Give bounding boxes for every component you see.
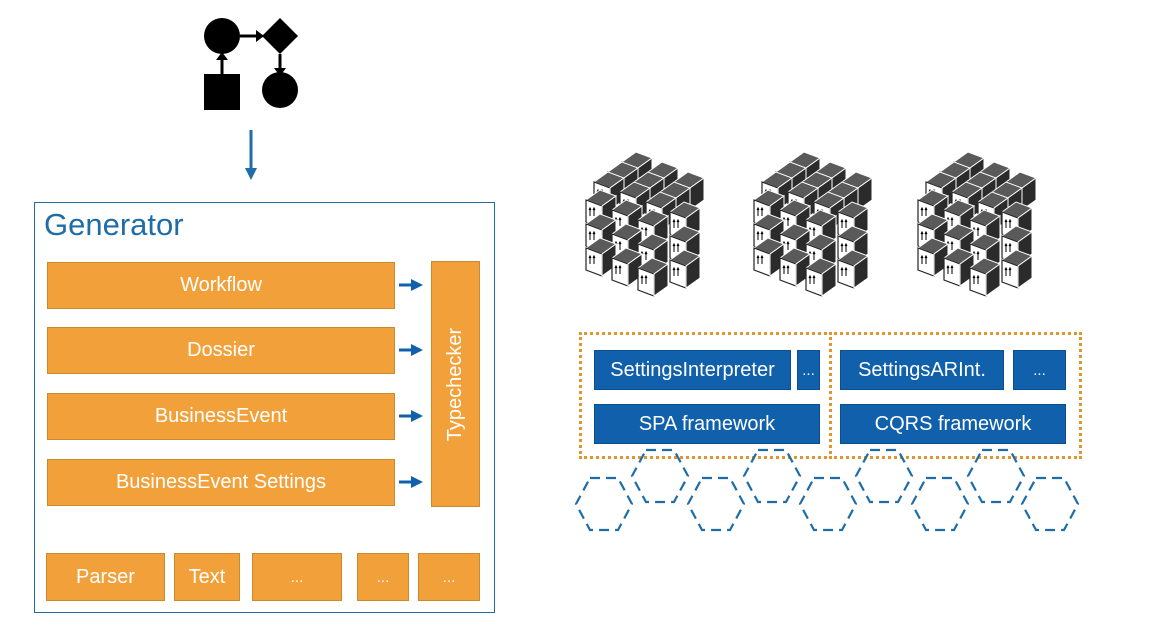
workflow-icon [204, 18, 298, 110]
down-arrow-icon [245, 130, 257, 180]
runtime-frame-right [829, 332, 1082, 459]
right-more-box: ... [1013, 350, 1066, 390]
cube-cluster-icon [754, 152, 872, 296]
bottom-box-text: Text [174, 553, 240, 601]
cube-cluster-icon [918, 152, 1036, 296]
spa-framework-box: SPA framework [594, 404, 820, 444]
row-dossier: Dossier [47, 327, 395, 374]
cqrs-framework-box: CQRS framework [840, 404, 1066, 444]
generator-frame [34, 202, 495, 613]
row-businessevent-settings: BusinessEvent Settings [47, 459, 395, 506]
row-workflow: Workflow [47, 262, 395, 309]
row-businessevent: BusinessEvent [47, 393, 395, 440]
left-more-box: ... [797, 350, 820, 390]
generator-title: Generator [44, 207, 184, 242]
hexagon-network-icon [574, 448, 1080, 532]
cube-cluster-icon [586, 152, 704, 296]
typechecker-arrows [399, 279, 423, 488]
settings-arint-box: SettingsARInt. [840, 350, 1004, 390]
settings-interpreter-box: SettingsInterpreter [594, 350, 791, 390]
bottom-box-parser: Parser [46, 553, 165, 601]
cube-clusters [578, 150, 1068, 302]
typechecker-label: Typechecker [444, 327, 467, 441]
bottom-box-more-1: ... [252, 553, 342, 601]
bottom-box-more-2: ... [357, 553, 409, 601]
bottom-box-more-3: ... [418, 553, 480, 601]
typechecker-box: Typechecker [431, 261, 480, 507]
